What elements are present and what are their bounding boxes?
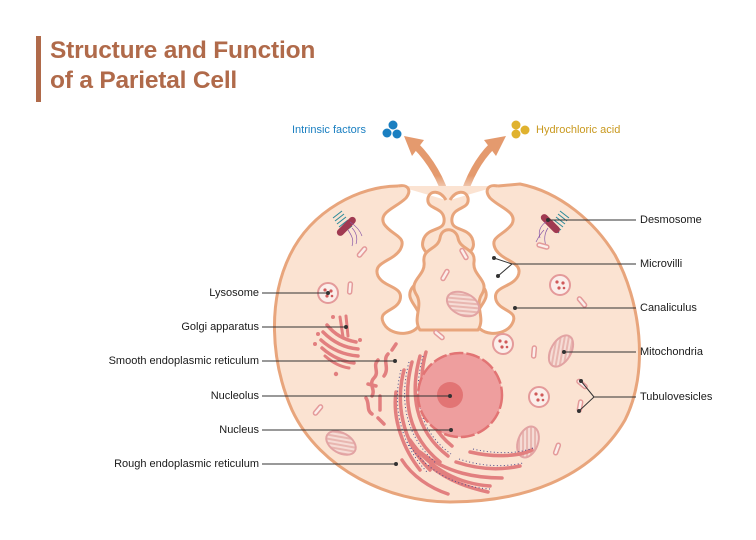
intrinsic-factors-label: Intrinsic factors — [292, 124, 366, 136]
lysosome — [549, 274, 571, 296]
label-nucleus: Nucleus — [219, 424, 259, 436]
label-golgi-apparatus: Golgi apparatus — [181, 321, 259, 333]
mitochondrion — [325, 430, 357, 456]
label-canaliculus: Canaliculus — [640, 302, 697, 314]
label-desmosome: Desmosome — [640, 214, 702, 226]
leader-lines-left — [262, 291, 453, 466]
label-nucleolus: Nucleolus — [210, 390, 259, 402]
tubulovesicle — [536, 242, 550, 250]
tubulovesicle — [552, 442, 562, 456]
label-lysosome: Lysosome — [209, 287, 259, 299]
desmosome-right — [535, 210, 570, 247]
desmosome-left — [332, 210, 363, 247]
tubulovesicle — [433, 329, 445, 341]
tubulovesicle-group — [312, 242, 588, 456]
smooth-er — [364, 342, 398, 426]
canaliculus-right — [448, 184, 521, 335]
nucleus — [416, 351, 504, 439]
leader-lines-right — [492, 218, 636, 413]
hydrochloric-acid-molecules-icon — [511, 120, 530, 139]
mitochondrion — [445, 290, 481, 318]
intrinsic-factor-molecules-icon — [382, 120, 402, 139]
tubulovesicle — [440, 268, 450, 282]
tubulovesicle — [356, 246, 368, 258]
tubulovesicle — [530, 345, 538, 359]
title-accent-bar — [36, 36, 41, 102]
label-rough-er: Rough endoplasmic reticulum — [114, 458, 259, 470]
tubulovesicle — [312, 404, 324, 416]
title-line-1: Structure and Function — [50, 37, 316, 64]
label-tubulovesicles: Tubulovesicles — [640, 391, 713, 403]
cell-membrane — [272, 182, 641, 504]
lysosome — [528, 386, 550, 408]
canaliculus-left — [375, 184, 448, 335]
label-microvilli: Microvilli — [640, 258, 683, 270]
ribosome-dots — [396, 355, 536, 490]
tubulovesicle — [459, 247, 469, 261]
page-title: Structure and Function of a Parietal Cel… — [50, 36, 315, 96]
tubulovesicle — [346, 281, 354, 295]
mitochondrion — [547, 334, 575, 368]
title-line-2: of a Parietal Cell — [50, 67, 238, 94]
label-smooth-er: Smooth endoplasmic reticulum — [108, 355, 259, 367]
label-mitochondria: Mitochondria — [640, 346, 703, 358]
lysosome — [492, 333, 514, 355]
hydrochloric-acid-label: Hydrochloric acid — [536, 124, 621, 136]
tubulovesicle — [576, 296, 588, 308]
